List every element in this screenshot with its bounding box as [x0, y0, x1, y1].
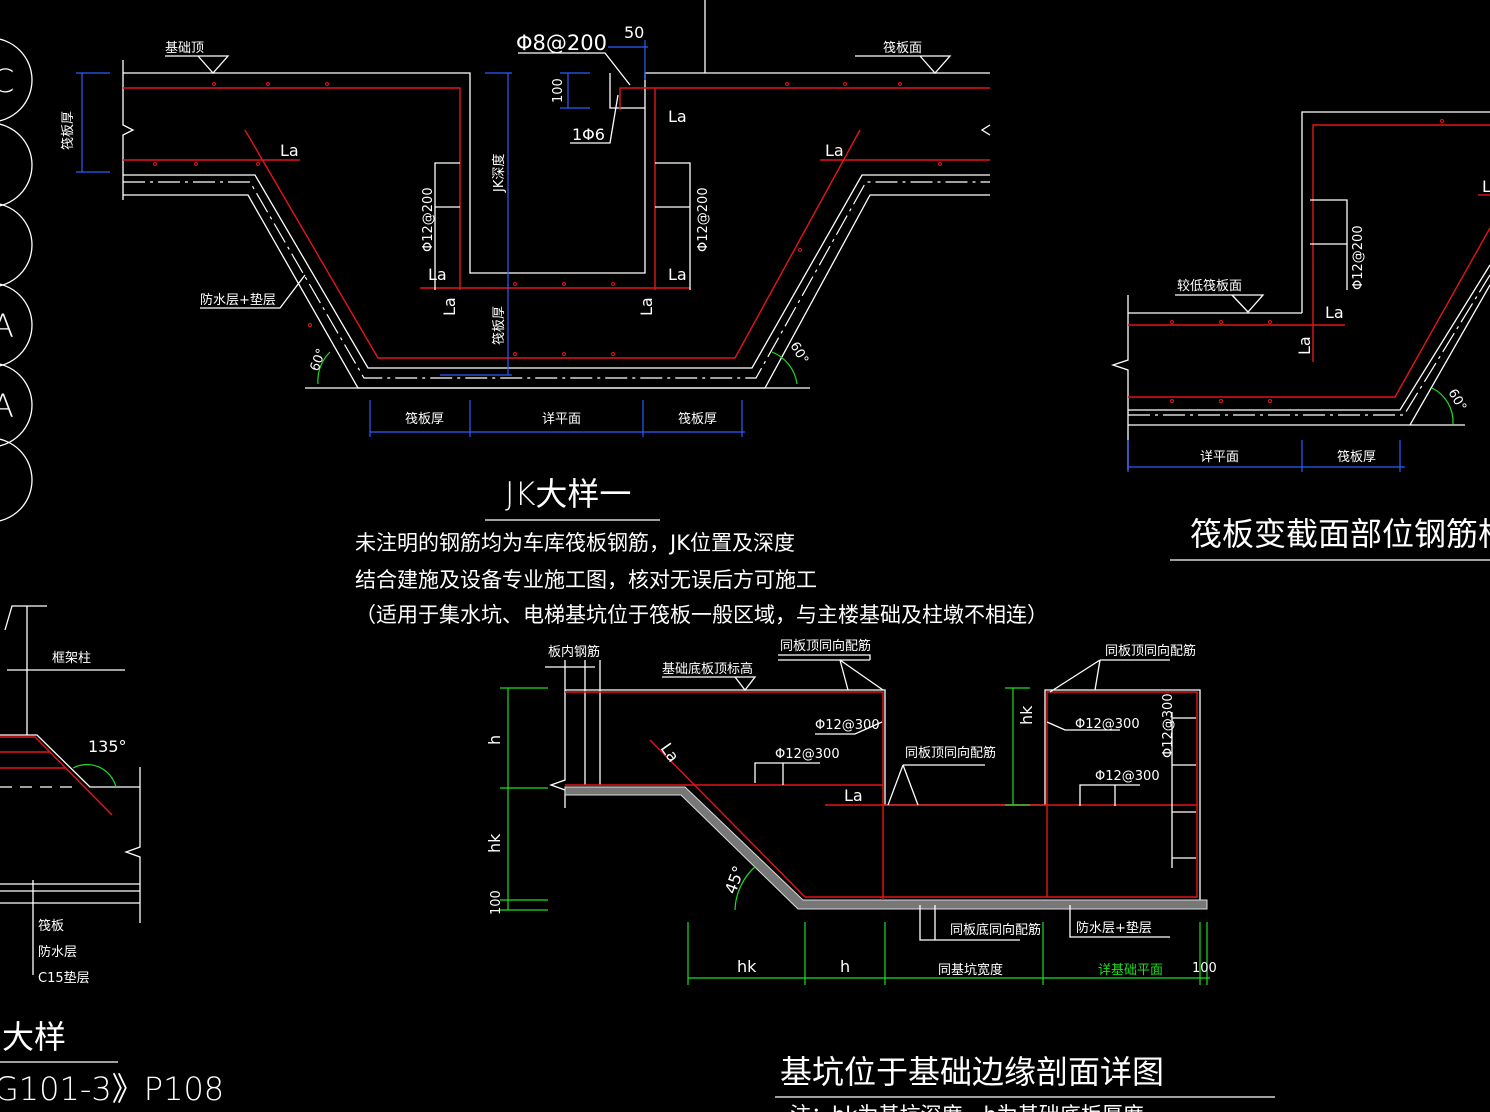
layer-label: 防水层 [38, 944, 77, 960]
axis-bubble-label: A [0, 387, 14, 425]
dim-hk: hk [1017, 705, 1036, 725]
label-base-top-elevation: 基础底板顶标高 [662, 661, 753, 677]
label-same-top: 同板顶同向配筋 [905, 745, 996, 761]
anchor-label: La [1482, 177, 1490, 196]
label-slab-rebar: 板内钢筋 [548, 644, 600, 660]
dim-50: 50 [624, 23, 644, 42]
layer-label: 筏板 [38, 918, 64, 934]
rebar-label: Φ12@300 [775, 747, 840, 762]
rebar-label: Φ12@300 [1161, 693, 1176, 758]
rebar-label-left: Φ12@200 [421, 187, 436, 252]
angle-label: 60° [1445, 387, 1470, 414]
anchor-label: La [428, 265, 447, 284]
dim-100: 100 [489, 890, 504, 915]
edge-pit-drawing: 板内钢筋 基础底板顶标高 同板顶同向配筋 同板顶同向配筋 同板顶同向配筋 同板底… [485, 638, 1275, 1112]
anchor-label: La [637, 297, 656, 316]
waterproof-label: 防水层+垫层 [1076, 920, 1152, 936]
anchor-label: La [440, 297, 459, 316]
angle-label: 135° [88, 737, 127, 756]
rebar-label: Φ12@300 [815, 718, 880, 733]
rebar-1phi6: 1Φ6 [572, 125, 605, 144]
rebar-label: Φ12@200 [1351, 225, 1366, 290]
angle-label: 45° [721, 863, 749, 896]
anchor-label: La [1325, 303, 1344, 322]
anchor-label: La [844, 786, 863, 805]
anchor-label: La [280, 141, 299, 160]
label-same-top: 同板顶同向配筋 [780, 638, 871, 654]
dim-bottom: 同基坑宽度 [938, 962, 1003, 978]
dim-raft-thickness: 筏板厚 [60, 111, 76, 150]
dim-bottom: 详平面 [1200, 450, 1239, 465]
label-frame-column: 框架柱 [52, 651, 91, 666]
label-same-top: 同板顶同向配筋 [1105, 643, 1196, 659]
dim-bottom: 筏板厚 [1337, 449, 1376, 465]
axis-bubble-label: A [0, 307, 14, 345]
note-line: 结合建施及设备专业施工图，核对无误后方可施工 [355, 568, 817, 592]
anchor-label: La [657, 739, 683, 765]
edge-pit-title: 基坑位于基础边缘剖面详图 [780, 1053, 1164, 1091]
left-detail-title: 大样 [2, 1018, 66, 1056]
dim-bottom: 详平面 [542, 412, 581, 427]
rebar-label-top: Φ8@200 [516, 31, 607, 55]
dim-bottom: hk [737, 957, 757, 976]
rebar-label: Φ12@300 [1095, 769, 1160, 784]
label-foundation-top: 基础顶 [165, 41, 204, 56]
anchor-label: La [825, 141, 844, 160]
anchor-label: La [668, 265, 687, 284]
edge-pit-subtitle: 注：hk为基坑深度，h为基础底板厚度 [790, 1103, 1144, 1112]
dim-bottom: 筏板厚 [678, 411, 717, 427]
left-partial-drawing: 框架柱 135° 筏板 防水层 C15垫层 大样 G101-3》P108 [0, 605, 224, 1108]
dim-bottom: 筏板厚 [405, 411, 444, 427]
layer-label: C15垫层 [38, 970, 90, 986]
anchor-label: La [668, 107, 687, 126]
label-raft-top: 筏板面 [883, 40, 922, 56]
dim-100: 100 [551, 78, 566, 103]
angle-label: 60° [787, 340, 812, 367]
dim-jk-depth: JK深度 [491, 154, 507, 193]
dim-hk: hk [485, 833, 504, 853]
dim-h: h [485, 735, 504, 745]
label-lower-raft-top: 较低筏板面 [1177, 278, 1242, 294]
angle-label: 60° [308, 347, 330, 374]
jk-detail-drawing: 基础顶 筏板面 Φ8@200 50 100 1Φ6 筏板厚 JK深度 筏板厚 Φ… [60, 0, 1048, 627]
rebar-label-right: Φ12@200 [696, 187, 711, 252]
dim-bottom: h [840, 957, 850, 976]
left-detail-reference: G101-3》P108 [0, 1070, 224, 1108]
dim-bottom: 100 [1192, 961, 1217, 976]
variable-section-drawing: 较低筏板面 Φ12@200 La La La 60° 详平面 筏板厚 筏板变截面… [1110, 111, 1490, 561]
note-line: （适用于集水坑、电梯基坑位于筏板一般区域，与主楼基础及柱墩不相连） [355, 603, 1048, 627]
variable-section-title: 筏板变截面部位钢筋构造大样 [1190, 515, 1490, 553]
jk-detail-title: JK大样一 [505, 475, 631, 513]
axis-bubbles: C A A [0, 38, 33, 522]
rebar-label: Φ12@300 [1075, 717, 1140, 732]
label-same-bottom: 同板底同向配筋 [950, 922, 1041, 938]
dim-bottom: 详基础平面 [1098, 963, 1163, 978]
anchor-label: La [1295, 336, 1314, 355]
waterproof-label: 防水层+垫层 [200, 292, 276, 308]
dim-raft-thickness-mid: 筏板厚 [491, 306, 507, 345]
axis-bubble-label: C [0, 62, 14, 100]
note-line: 未注明的钢筋均为车库筏板钢筋，JK位置及深度 [355, 531, 795, 555]
